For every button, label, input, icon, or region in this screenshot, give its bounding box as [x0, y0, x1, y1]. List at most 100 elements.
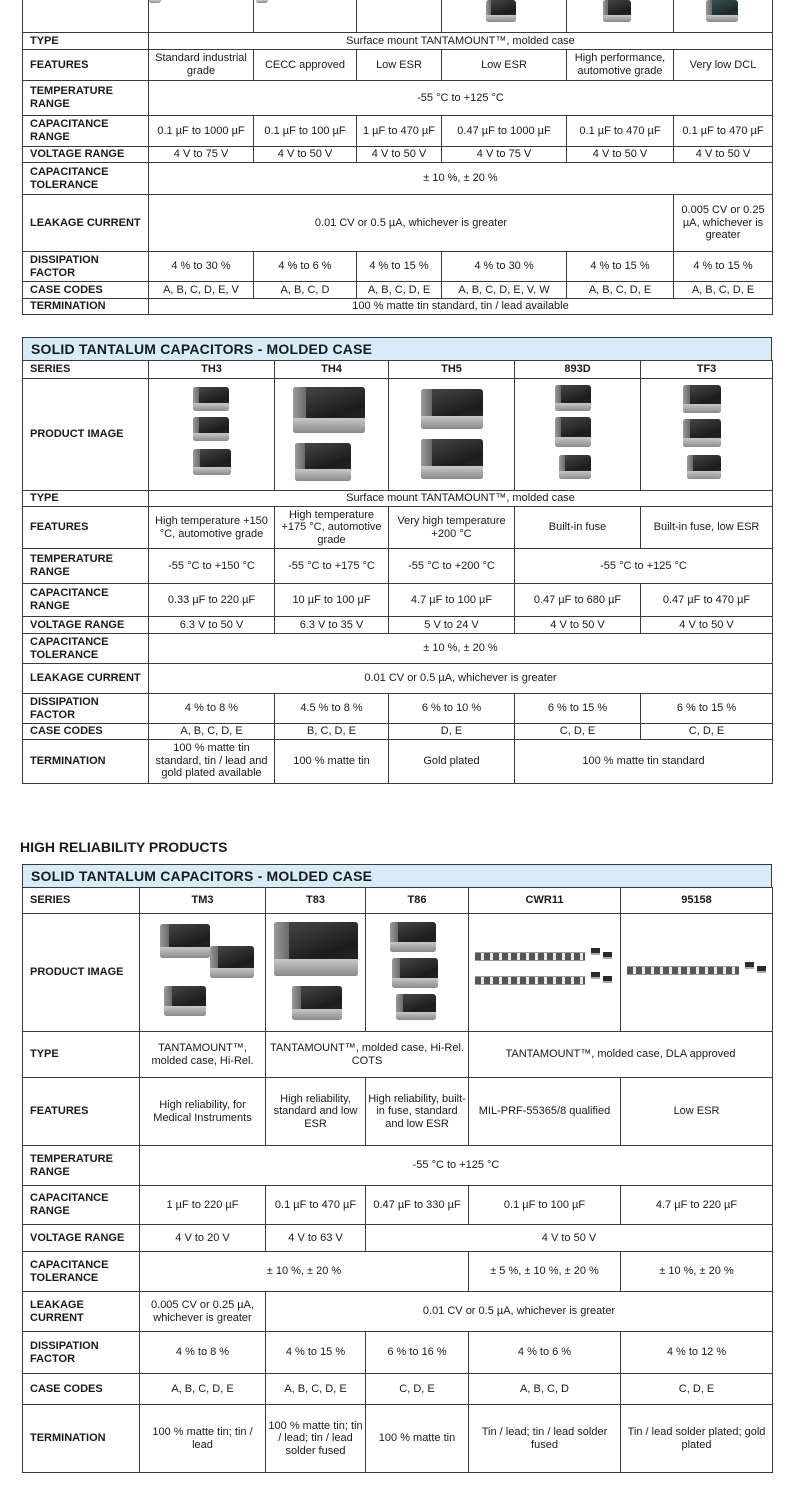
cell: Gold plated	[388, 738, 515, 784]
product-image-tf3	[640, 378, 773, 491]
row-capacitance: CAPACITANCE RANGE 1 µF to 220 µF 0.1 µF …	[22, 1185, 773, 1225]
cell: 4 V to 50 V	[365, 1224, 773, 1252]
product-image-2	[253, 0, 357, 33]
row-label: VOLTAGE RANGE	[22, 616, 149, 634]
chip-icon	[591, 948, 600, 955]
row-label: TEMPERATURE RANGE	[22, 1145, 140, 1186]
cell: 4 % to 6 %	[468, 1331, 621, 1374]
tape-strip-icon	[475, 976, 585, 985]
product-image-cwr11	[468, 913, 621, 1032]
row-label: LEAKAGE CURRENT	[22, 1291, 140, 1332]
cell: 4 % to 15 %	[265, 1331, 366, 1374]
series-name: TH3	[148, 360, 275, 379]
product-image-1	[148, 0, 254, 33]
cell: 0.01 CV or 0.5 µA, whichever is greater	[148, 194, 674, 252]
cell: 0.1 µF to 470 µF	[566, 115, 674, 147]
row-label: DISSIPATION FACTOR	[22, 1331, 140, 1374]
cell: ± 10 %, ± 20 %	[620, 1251, 773, 1292]
cell: 0.33 µF to 220 µF	[148, 583, 275, 617]
image-cell	[22, 0, 149, 33]
row-label: CAPACITANCE TOLERANCE	[22, 1251, 140, 1292]
row-dissipation: DISSIPATION FACTOR 4 % to 8 % 4.5 % to 8…	[22, 693, 773, 724]
row-capacitance: CAPACITANCE RANGE 0.1 µF to 1000 µF 0.1 …	[22, 115, 773, 147]
cell: A, B, C, D, E	[139, 1373, 266, 1405]
row-leakage: LEAKAGE CURRENT 0.01 CV or 0.5 µA, which…	[22, 194, 773, 252]
cell: C, D, E	[640, 723, 773, 740]
row-label: TYPE	[22, 490, 149, 507]
cell: 4 V to 20 V	[139, 1224, 266, 1252]
chip-icon	[293, 387, 365, 433]
cell: A, B, C, D, E	[356, 281, 442, 299]
cell: 6.3 V to 35 V	[274, 616, 389, 634]
chip-icon	[390, 922, 436, 952]
cell: -55 °C to +175 °C	[274, 548, 389, 584]
cell: 4 V to 75 V	[148, 146, 254, 163]
cell: 100 % matte tin; tin / lead	[139, 1404, 266, 1473]
cell: 4.5 % to 8 %	[274, 693, 389, 724]
row-label: TEMPERATURE RANGE	[22, 80, 149, 116]
chip-icon	[164, 986, 206, 1016]
cell: A, B, C, D, E	[566, 281, 674, 299]
cell: 6 % to 10 %	[388, 693, 515, 724]
series-name: TM3	[139, 887, 266, 914]
cell: A, B, C, D, E, V, W	[441, 281, 567, 299]
row-label: SERIES	[22, 887, 140, 914]
cell: 4 V to 75 V	[441, 146, 567, 163]
cell: Tin / lead; tin / lead solder fused	[468, 1404, 621, 1473]
cell: Tin / lead solder plated; gold plated	[620, 1404, 773, 1473]
product-image-893d	[514, 378, 641, 491]
cell: Low ESR	[441, 49, 567, 81]
cell: 100 % matte tin standard, tin / lead ava…	[148, 298, 773, 315]
chip-icon	[295, 443, 351, 481]
row-product-image	[22, 0, 773, 33]
row-label: CAPACITANCE RANGE	[22, 115, 149, 147]
cell: Surface mount TANTAMOUNT™, molded case	[148, 490, 773, 507]
chip-icon	[603, 976, 612, 983]
cell: Low ESR	[620, 1077, 773, 1146]
chip-icon	[555, 417, 591, 447]
table-hi-rel-molded: SERIES TM3 T83 T86 CWR11 95158 PRODUCT I…	[22, 887, 773, 1473]
cell: TANTAMOUNT™, molded case, Hi-Rel.	[139, 1031, 266, 1078]
row-voltage: VOLTAGE RANGE 4 V to 75 V 4 V to 50 V 4 …	[22, 146, 773, 163]
row-features: FEATURES High reliability, for Medical I…	[22, 1077, 773, 1146]
cell: ± 5 %, ± 10 %, ± 20 %	[468, 1251, 621, 1292]
row-leakage: LEAKAGE CURRENT 0.01 CV or 0.5 µA, which…	[22, 663, 773, 694]
cell: 6.3 V to 50 V	[148, 616, 275, 634]
cell: 0.47 µF to 470 µF	[640, 583, 773, 617]
row-label: FEATURES	[22, 1077, 140, 1146]
row-label: CAPACITANCE TOLERANCE	[22, 633, 149, 664]
series-name: TH4	[274, 360, 389, 379]
chip-icon	[193, 387, 229, 411]
row-label: TERMINATION	[22, 1404, 140, 1473]
product-image-t83	[265, 913, 366, 1032]
chip-icon	[193, 449, 231, 475]
chip-icon	[256, 0, 268, 3]
chip-icon	[160, 924, 210, 958]
cell: 0.1 µF to 470 µF	[265, 1185, 366, 1225]
row-features: FEATURES High temperature +150 °C, autom…	[22, 506, 773, 549]
row-tolerance: CAPACITANCE TOLERANCE ± 10 %, ± 20 %	[22, 633, 773, 664]
product-image-4	[441, 0, 567, 33]
cell: MIL-PRF-55365/8 qualified	[468, 1077, 621, 1146]
product-image-t86	[365, 913, 469, 1032]
series-name: 893D	[514, 360, 641, 379]
row-label: TYPE	[22, 1031, 140, 1078]
row-label: LEAKAGE CURRENT	[22, 194, 149, 252]
chip-icon	[421, 389, 483, 429]
row-label: TERMINATION	[22, 298, 149, 315]
cell: Standard industrial grade	[148, 49, 254, 81]
row-voltage: VOLTAGE RANGE 6.3 V to 50 V 6.3 V to 35 …	[22, 616, 773, 634]
row-tolerance: CAPACITANCE TOLERANCE ± 10 %, ± 20 % ± 5…	[22, 1251, 773, 1292]
row-termination: TERMINATION 100 % matte tin standard, ti…	[22, 738, 773, 784]
row-case-codes: CASE CODES A, B, C, D, E, V A, B, C, D A…	[22, 281, 773, 299]
row-type: TYPE Surface mount TANTAMOUNT™, molded c…	[22, 32, 773, 50]
row-product-image: PRODUCT IMAGE	[22, 913, 773, 1032]
chip-icon	[683, 419, 721, 448]
cell: 6 % to 16 %	[365, 1331, 469, 1374]
row-series: SERIES TM3 T83 T86 CWR11 95158	[22, 887, 773, 914]
chip-icon	[149, 0, 161, 3]
cell: 6 % to 15 %	[514, 693, 641, 724]
cell: TANTAMOUNT™, molded case, DLA approved	[468, 1031, 773, 1078]
product-image-3	[356, 0, 442, 33]
series-name: TF3	[640, 360, 773, 379]
